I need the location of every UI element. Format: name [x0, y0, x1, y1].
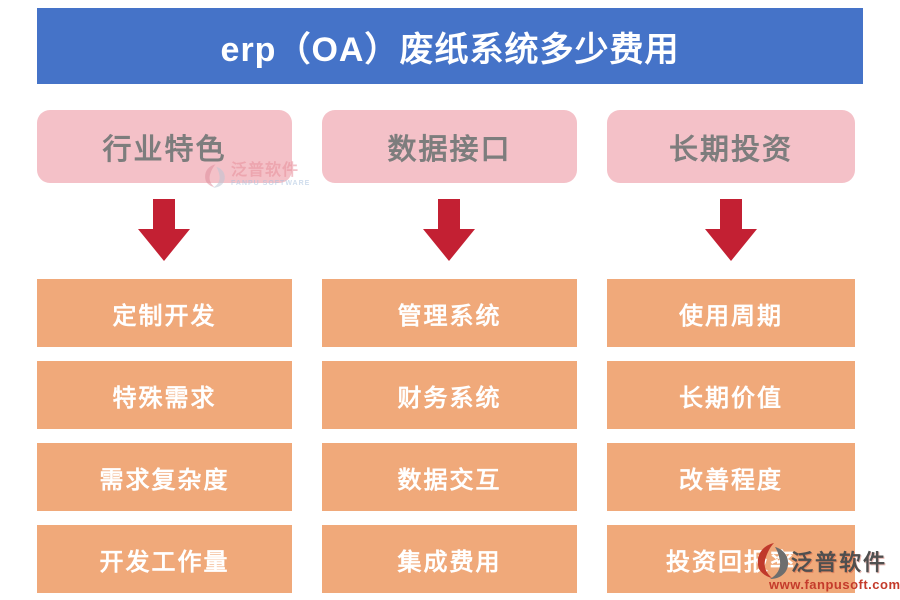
- category-box-long-term-investment: 长期投资: [607, 110, 855, 183]
- item-box: 改善程度: [607, 443, 855, 511]
- item-box: 财务系统: [322, 361, 577, 429]
- item-box: 定制开发: [37, 279, 292, 347]
- item-label: 需求复杂度: [99, 466, 230, 494]
- item-label: 财务系统: [397, 384, 502, 412]
- item-box: 数据交互: [322, 443, 577, 511]
- item-label: 投资回报率: [666, 548, 796, 576]
- item-label: 长期价值: [679, 384, 783, 412]
- item-box: 特殊需求: [37, 361, 292, 429]
- category-label: 长期投资: [668, 133, 793, 166]
- category-box-data-interface: 数据接口: [322, 110, 577, 183]
- item-label: 开发工作量: [99, 548, 230, 576]
- down-arrow-icon: [423, 199, 475, 261]
- page-title-text: erp（OA）废纸系统多少费用: [220, 30, 680, 69]
- category-label: 数据接口: [387, 133, 512, 166]
- item-box: 集成费用: [322, 525, 577, 593]
- item-label: 特殊需求: [112, 384, 217, 412]
- category-box-industry: 行业特色: [37, 110, 292, 183]
- item-box: 需求复杂度: [37, 443, 292, 511]
- category-label: 行业特色: [102, 133, 227, 166]
- item-label: 定制开发: [112, 302, 217, 330]
- item-label: 数据交互: [397, 466, 502, 494]
- item-box: 使用周期: [607, 279, 855, 347]
- item-label: 集成费用: [397, 548, 502, 576]
- item-box: 长期价值: [607, 361, 855, 429]
- item-label: 管理系统: [397, 302, 502, 330]
- item-box: 开发工作量: [37, 525, 292, 593]
- item-label: 改善程度: [679, 466, 783, 494]
- down-arrow-icon: [138, 199, 190, 261]
- page-title: erp（OA）废纸系统多少费用: [37, 8, 863, 84]
- item-box: 管理系统: [322, 279, 577, 347]
- item-label: 使用周期: [679, 302, 783, 330]
- down-arrow-icon: [705, 199, 757, 261]
- item-box: 投资回报率: [607, 525, 855, 593]
